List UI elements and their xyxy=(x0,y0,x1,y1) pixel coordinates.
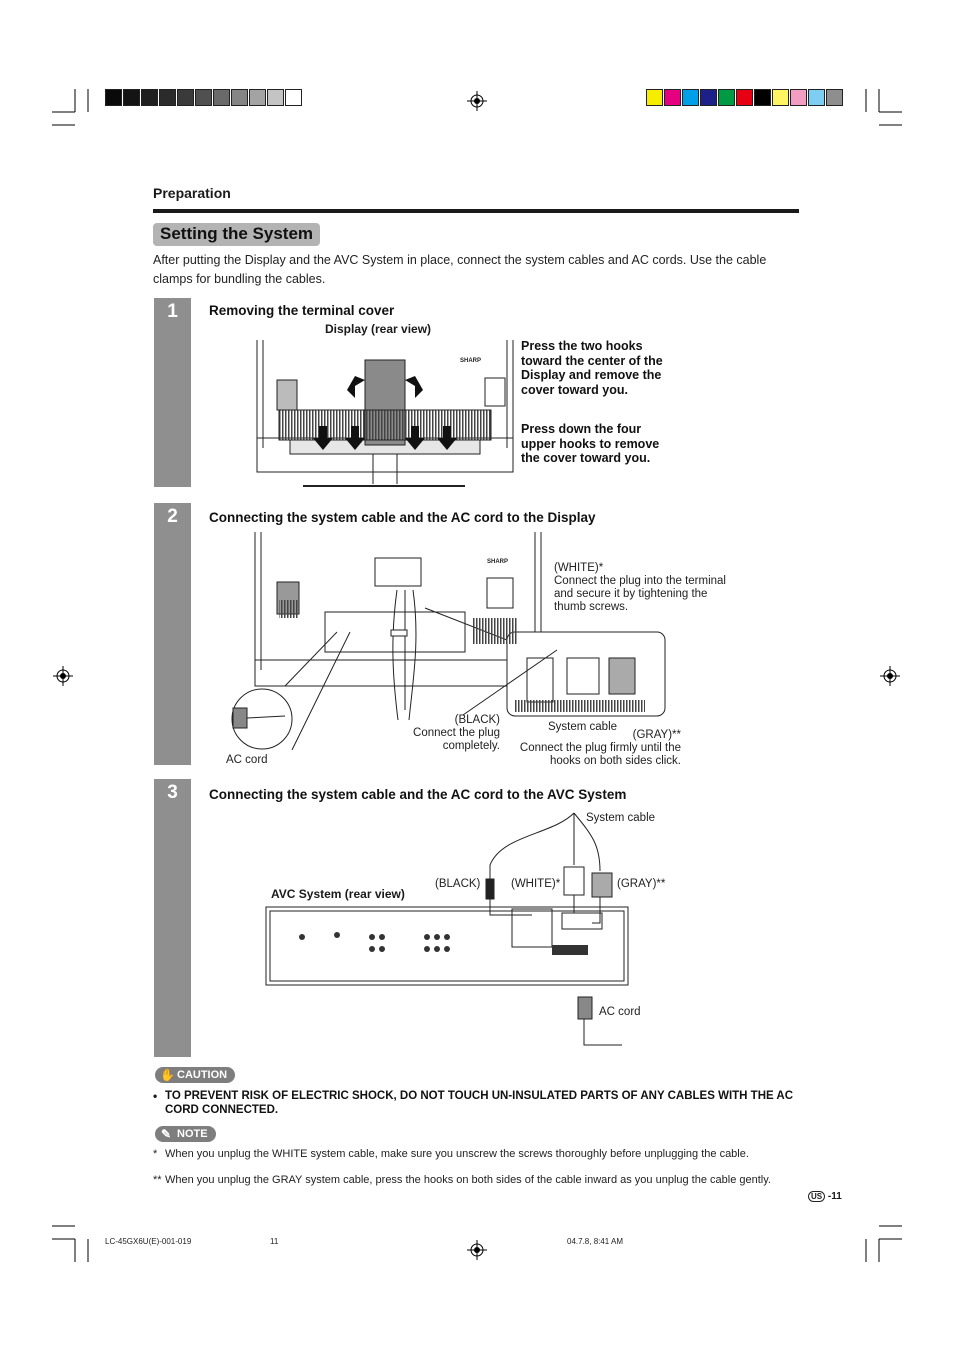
footer-page: 11 xyxy=(270,1237,279,1246)
step-1-number: 1 xyxy=(167,301,178,322)
caution-badge-label: CAUTION xyxy=(177,1069,228,1081)
page-number: US -11 xyxy=(808,1191,842,1202)
gray-swatch-6 xyxy=(213,89,230,106)
gray-swatch-2 xyxy=(141,89,158,106)
color-swatch-4 xyxy=(718,89,735,106)
avc-system-illustration xyxy=(265,812,629,1046)
step-3-black-label: (BLACK) xyxy=(435,878,481,890)
footer-file: LC-45GX6U(E)-001-019 xyxy=(105,1237,192,1246)
gray-swatch-7 xyxy=(231,89,248,106)
registration-mark-bottom xyxy=(467,1240,487,1260)
caution-badge: ✋ CAUTION xyxy=(155,1067,236,1083)
color-swatch-0 xyxy=(646,89,663,106)
note-badge: ✎ NOTE xyxy=(155,1126,216,1142)
instruction-2-line-2: upper hooks to remove xyxy=(521,436,660,451)
black-text-line-2: completely. xyxy=(442,740,500,752)
step-3-ac-cord-label: AC cord xyxy=(599,1006,641,1018)
color-swatch-9 xyxy=(808,89,825,106)
black-label: (BLACK) xyxy=(454,714,500,726)
gray-swatch-9 xyxy=(267,89,284,106)
instruction-1-line-4: cover toward you. xyxy=(521,382,628,397)
step-3-gray-label: (GRAY)** xyxy=(617,878,666,890)
white-text-line-2: and secure it by tightening the xyxy=(554,588,708,600)
step-1-bar: 1 xyxy=(154,298,191,487)
color-calibration-strip xyxy=(646,89,844,106)
black-text-line-1: Connect the plug xyxy=(413,727,500,739)
note-mark-1: * xyxy=(153,1148,158,1160)
gray-swatch-10 xyxy=(285,89,302,106)
display-rear-cover-illustration: SHARP xyxy=(256,340,514,487)
note-item-1: * When you unplug the WHITE system cable… xyxy=(153,1148,781,1161)
step-2-system-cable-label: System cable xyxy=(548,721,618,733)
step-3-bar: 3 xyxy=(154,779,191,1057)
gray-calibration-strip xyxy=(105,89,303,106)
step-1-instruction-2: Press down the four upper hooks to remov… xyxy=(521,422,659,466)
registration-mark-right xyxy=(880,666,900,686)
registration-mark-top xyxy=(467,91,487,111)
instruction-1-line-1: Press the two hooks xyxy=(521,339,643,353)
gray-swatch-5 xyxy=(195,89,212,106)
step-3-system-cable-label: System cable xyxy=(586,812,656,824)
note-mark-2: ** xyxy=(153,1174,162,1186)
gray-text-line-2: hooks on both sides click. xyxy=(549,755,681,767)
gray-label: (GRAY)** xyxy=(632,729,681,741)
white-label: (WHITE)* xyxy=(554,562,604,574)
color-swatch-7 xyxy=(772,89,789,106)
step-1-instruction-1: Press the two hooks toward the center of… xyxy=(521,339,663,397)
white-text-line-3: thumb screws. xyxy=(554,601,629,613)
black-plug-callout: (BLACK) Connect the plug completely. xyxy=(400,714,500,753)
step-3-white-label: (WHITE)* xyxy=(511,878,561,890)
color-swatch-2 xyxy=(682,89,699,106)
note-text-1: When you unplug the WHITE system cable, … xyxy=(165,1148,749,1160)
step-3-number: 3 xyxy=(167,782,178,803)
gray-plug-callout: (GRAY)** Connect the plug firmly until t… xyxy=(505,729,681,768)
step-1-view-label: Display (rear view) xyxy=(325,322,432,336)
color-swatch-8 xyxy=(790,89,807,106)
footer-date: 04.7.8, 8:41 AM xyxy=(567,1237,624,1246)
section-label: Preparation xyxy=(153,185,231,201)
instruction-2-line-1: Press down the four xyxy=(521,422,642,436)
step-2-bar: 2 xyxy=(154,503,191,765)
caution-text: TO PREVENT RISK OF ELECTRIC SHOCK, DO NO… xyxy=(165,1090,794,1116)
step-3-title: Connecting the system cable and the AC c… xyxy=(209,787,627,802)
intro-paragraph: After putting the Display and the AVC Sy… xyxy=(153,253,767,286)
display-connection-illustration: SHARP xyxy=(231,532,666,751)
gray-swatch-8 xyxy=(249,89,266,106)
note-badge-label: NOTE xyxy=(177,1128,208,1140)
color-swatch-1 xyxy=(664,89,681,106)
avc-view-label: AVC System (rear view) xyxy=(271,887,405,901)
color-swatch-10 xyxy=(826,89,843,106)
color-swatch-6 xyxy=(754,89,771,106)
pencil-icon: ✎ xyxy=(161,1127,172,1141)
step-1-title: Removing the terminal cover xyxy=(209,303,395,318)
gray-swatch-4 xyxy=(177,89,194,106)
hand-icon: ✋ xyxy=(160,1068,175,1082)
caution-bullet: • xyxy=(153,1089,158,1103)
step-2-number: 2 xyxy=(167,506,178,527)
white-plug-callout: (WHITE)* Connect the plug into the termi… xyxy=(554,562,726,614)
note-item-2: ** When you unplug the GRAY system cable… xyxy=(153,1174,781,1187)
registration-mark-left xyxy=(53,666,73,686)
gray-swatch-3 xyxy=(159,89,176,106)
step-2-ac-cord-label: AC cord xyxy=(226,754,268,766)
section-rule xyxy=(153,209,799,213)
svg-text:SHARP: SHARP xyxy=(487,559,508,565)
gray-text-line-1: Connect the plug firmly until the xyxy=(519,742,681,754)
color-swatch-3 xyxy=(700,89,717,106)
page-number-value: -11 xyxy=(827,1191,842,1202)
gray-swatch-1 xyxy=(123,89,140,106)
svg-text:SHARP: SHARP xyxy=(460,358,481,364)
gray-swatch-0 xyxy=(105,89,122,106)
instruction-1-line-3: Display and remove the xyxy=(521,368,662,382)
note-text-2: When you unplug the GRAY system cable, p… xyxy=(165,1174,771,1186)
color-swatch-5 xyxy=(736,89,753,106)
region-badge: US xyxy=(808,1191,826,1202)
instruction-1-line-2: toward the center of the xyxy=(521,353,663,368)
page-title: Setting the System xyxy=(153,223,321,246)
instruction-2-line-3: the cover toward you. xyxy=(521,451,651,465)
step-2-title: Connecting the system cable and the AC c… xyxy=(209,510,596,525)
white-text-line-1: Connect the plug into the terminal xyxy=(554,575,726,587)
